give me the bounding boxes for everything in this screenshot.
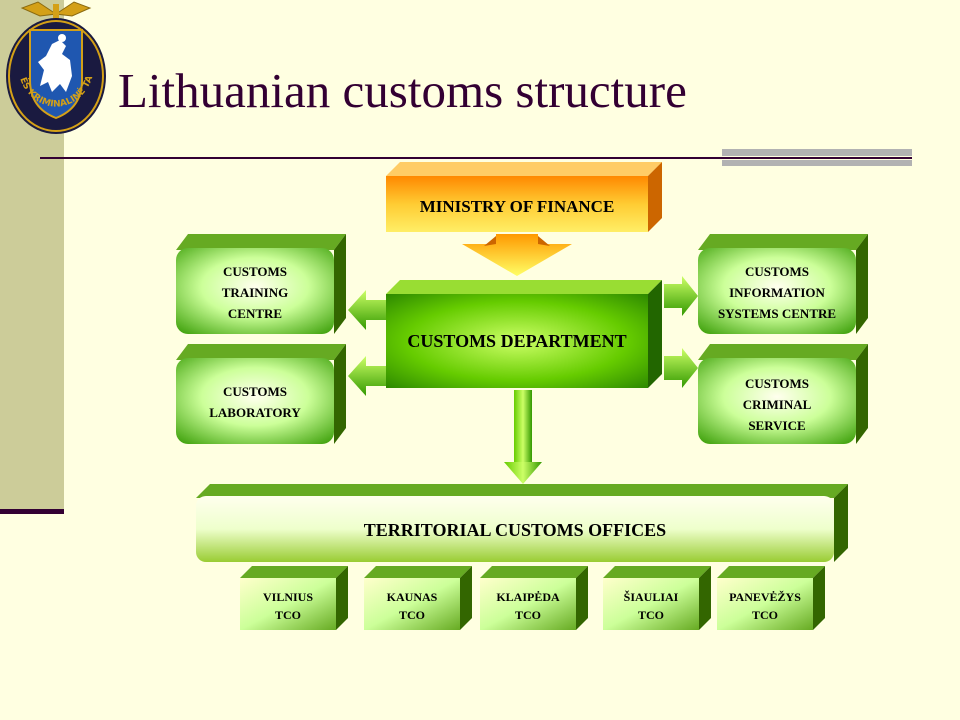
office-4-line-0: ŠIAULIAI bbox=[624, 590, 679, 604]
territorial-label: TERRITORIAL CUSTOMS OFFICES bbox=[364, 520, 666, 540]
office-box-5: PANEVĖŽYS TCO bbox=[717, 566, 825, 630]
left-box-2-line-1: LABORATORY bbox=[209, 405, 301, 420]
left-box-2-line-0: CUSTOMS bbox=[223, 384, 287, 399]
office-box-2: KAUNAS TCO bbox=[364, 566, 472, 630]
office-4-label: ŠIAULIAI TCO bbox=[624, 590, 679, 622]
ministry-of-finance-box: MINISTRY OF FINANCE bbox=[386, 162, 662, 232]
left-box-1: CUSTOMS TRAINING CENTRE bbox=[176, 234, 346, 334]
office-1-line-0: VILNIUS bbox=[263, 590, 313, 604]
right-box-1-line-2: SYSTEMS CENTRE bbox=[718, 306, 836, 321]
office-4-line-1: TCO bbox=[638, 608, 664, 622]
office-boxes: VILNIUS TCO KAUNAS TCO KLAIPĖDA TCO ŠIAULIAI TC… bbox=[240, 566, 825, 630]
department-label: CUSTOMS DEPARTMENT bbox=[407, 331, 626, 351]
arrow-to-right-box-2 bbox=[664, 348, 698, 388]
ministry-down-arrow bbox=[462, 234, 572, 276]
office-2-line-0: KAUNAS bbox=[387, 590, 438, 604]
office-5-line-0: PANEVĖŽYS bbox=[729, 590, 801, 604]
arrow-to-left-box-1 bbox=[348, 290, 386, 330]
territorial-offices-bar: TERRITORIAL CUSTOMS OFFICES bbox=[196, 484, 848, 562]
right-box-2: CUSTOMS CRIMINAL SERVICE bbox=[698, 344, 868, 444]
left-box-2-label: CUSTOMS LABORATORY bbox=[209, 384, 301, 420]
office-box-4: ŠIAULIAI TCO bbox=[603, 566, 711, 630]
right-box-1-line-1: INFORMATION bbox=[729, 285, 825, 300]
right-box-2-label: CUSTOMS CRIMINAL SERVICE bbox=[743, 376, 812, 433]
customs-emblem-logo: MUITINĖS KRIMINALINĖ TARNYBA bbox=[0, 0, 106, 134]
slide-title: Lithuanian customs structure bbox=[118, 63, 687, 118]
office-2-line-1: TCO bbox=[399, 608, 425, 622]
office-3-line-1: TCO bbox=[515, 608, 541, 622]
department-down-arrow bbox=[504, 390, 542, 484]
right-box-1: CUSTOMS INFORMATION SYSTEMS CENTRE bbox=[698, 234, 868, 334]
arrow-to-left-box-2 bbox=[348, 356, 386, 396]
office-5-line-1: TCO bbox=[752, 608, 778, 622]
office-box-1: VILNIUS TCO bbox=[240, 566, 348, 630]
title-accent-bar-lower bbox=[722, 160, 912, 166]
office-3-label: KLAIPĖDA TCO bbox=[496, 590, 560, 622]
ministry-label: MINISTRY OF FINANCE bbox=[420, 197, 615, 216]
office-5-label: PANEVĖŽYS TCO bbox=[729, 590, 801, 622]
title-divider bbox=[40, 157, 912, 159]
office-3-line-0: KLAIPĖDA bbox=[496, 590, 560, 604]
office-box-3: KLAIPĖDA TCO bbox=[480, 566, 588, 630]
office-1-label: VILNIUS TCO bbox=[263, 590, 313, 622]
left-box-2: CUSTOMS LABORATORY bbox=[176, 344, 346, 444]
office-2-label: KAUNAS TCO bbox=[387, 590, 438, 622]
title-accent-bar bbox=[722, 149, 912, 156]
left-box-1-label: CUSTOMS TRAINING CENTRE bbox=[222, 264, 288, 321]
right-box-2-line-2: SERVICE bbox=[748, 418, 805, 433]
right-box-1-line-0: CUSTOMS bbox=[745, 264, 809, 279]
sidebar-base-line bbox=[0, 509, 64, 514]
right-box-2-line-0: CUSTOMS bbox=[745, 376, 809, 391]
customs-department-box: CUSTOMS DEPARTMENT bbox=[386, 280, 662, 388]
left-box-1-line-1: TRAINING bbox=[222, 285, 288, 300]
arrow-to-right-box-1 bbox=[664, 276, 698, 316]
left-box-1-line-0: CUSTOMS bbox=[223, 264, 287, 279]
right-box-1-label: CUSTOMS INFORMATION SYSTEMS CENTRE bbox=[718, 264, 836, 321]
left-box-1-line-2: CENTRE bbox=[228, 306, 282, 321]
right-box-2-line-1: CRIMINAL bbox=[743, 397, 812, 412]
office-1-line-1: TCO bbox=[275, 608, 301, 622]
